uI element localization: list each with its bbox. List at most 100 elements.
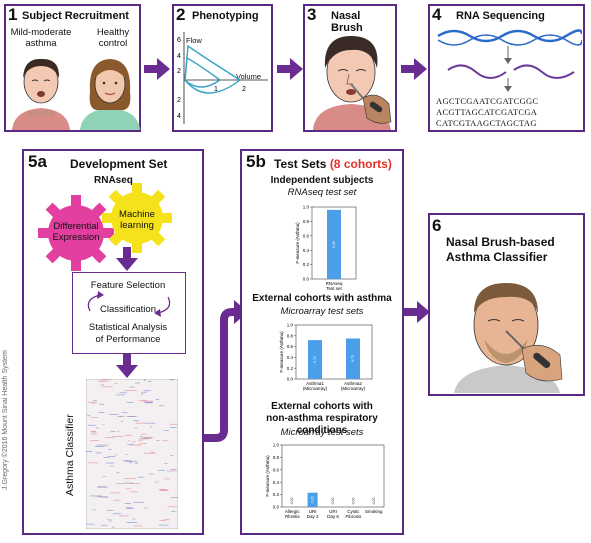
chart-non-asthma: 0.00.20.40.60.81.0F-measure (Asthma)0.00… [265, 443, 385, 519]
data-label: 0.00 [290, 498, 294, 505]
step-number: 2 [176, 5, 186, 24]
section-subtitle: Microarray test sets [280, 306, 364, 317]
plot-area [281, 444, 385, 508]
category-label: Cystic [347, 509, 360, 514]
y-tick-label: 0.2 [287, 366, 294, 371]
data-label: 0.00 [351, 498, 355, 505]
tick-label: 6 [177, 37, 181, 44]
data-label: 0.72 [313, 356, 317, 363]
y-tick-label: 1.0 [273, 443, 280, 448]
y-axis-label: F-measure (Asthma) [279, 331, 284, 373]
volume-axis-label: Volume [236, 72, 262, 81]
section-title: External cohorts with asthma [252, 293, 392, 304]
y-tick-label: 0.6 [303, 233, 310, 238]
section-subtitle: Microarray test sets [280, 427, 364, 438]
bar [308, 340, 322, 379]
cycle-arrows-icon [87, 291, 171, 317]
data-label: 0.00 [331, 498, 335, 505]
data-label: 0.75 [351, 355, 355, 362]
step-number: 4 [432, 5, 442, 24]
heatmap-image [86, 379, 178, 529]
panel-title: RNA Sequencing [456, 10, 545, 22]
y-tick-label: 0.0 [287, 377, 294, 382]
section-subtitle: RNAseq test set [287, 187, 357, 198]
y-tick-label: 1.0 [303, 205, 310, 210]
data-label: 0.96 [332, 241, 336, 248]
chart-independent-subjects: 0.00.20.40.60.81.0F-measure (Asthma)0.96… [295, 205, 357, 291]
classification-label: Classification [100, 304, 156, 315]
tick-label: 2 [177, 97, 181, 104]
y-axis-label: F-measure (Asthma) [265, 455, 270, 497]
dna-helix-icon [437, 29, 582, 92]
panel-title: Nasal Brush [331, 10, 363, 34]
panel-title: Test Sets (8 cohorts) [274, 157, 392, 171]
plot-area [295, 324, 373, 380]
category-label: Asthma1 [306, 381, 324, 386]
flow-volume-loop: 6 4 2 1 2 2 4 [177, 32, 268, 124]
category-label: Asthma2 [344, 381, 362, 386]
y-tick-label: 0.8 [287, 333, 294, 338]
healthy-control-illustration [80, 59, 140, 130]
sequence-line: ACGTTAGCATCGATCGA [436, 107, 538, 117]
classifier-label: Asthma Classifier [64, 414, 76, 496]
data-label: 0.00 [372, 498, 376, 505]
step-number: 6 [432, 216, 442, 235]
nasal-brush-patient-illustration [313, 36, 392, 130]
category-label: Day 2 [307, 514, 319, 519]
panel-title: Subject Recruitment [22, 10, 129, 22]
cohorts-count: (8 cohorts) [329, 157, 392, 171]
category-label: URI [329, 509, 337, 514]
data-label: 0.23 [311, 496, 315, 503]
y-tick-label: 0.8 [273, 455, 280, 460]
category-label: Day 6 [327, 514, 339, 519]
category-label: URI [309, 509, 317, 514]
step-number: 3 [307, 5, 317, 24]
panel-title: Phenotyping [192, 10, 259, 22]
tick-label: 4 [177, 113, 181, 120]
arrow-right-icon [401, 58, 427, 80]
arrow-right-icon [144, 58, 170, 80]
y-tick-label: 0.6 [287, 344, 294, 349]
arrow-down-icon [116, 247, 138, 271]
category-label: Smoking [365, 509, 383, 514]
y-tick-label: 1.0 [287, 323, 294, 328]
category-label: (Microarray) [341, 386, 366, 391]
bar [346, 338, 360, 379]
analysis-box [72, 272, 186, 354]
y-tick-label: 0.4 [273, 480, 280, 485]
panel-nasal-brush: 3 Nasal Brush [303, 4, 397, 132]
category-label: Rhinitis [285, 514, 301, 519]
nasal-brush-man-illustration [454, 283, 563, 393]
credit-text: J.Gregory ©2016 Mount Sinai Health Syste… [2, 350, 9, 490]
sequence-line: CATCGTAAGCTAGCTAG [436, 118, 537, 128]
step-number: 5b [246, 152, 266, 171]
asthma-patient-illustration [12, 58, 70, 130]
panel-phenotyping: 2 Phenotyping Flow Volume 6 4 2 1 2 2 4 [172, 4, 273, 132]
rnaseq-label: RNAseq [94, 175, 133, 186]
category-label: RNAseq [326, 281, 343, 286]
panel-test-sets: 5b Test Sets (8 cohorts) Independent sub… [240, 149, 404, 535]
tick-label: 4 [177, 53, 181, 60]
bar [327, 209, 341, 279]
y-tick-label: 0.2 [273, 492, 280, 497]
panel-rna-sequencing: 4 RNA Sequencing AGCTCGAATCGATCGGC ACGTT… [428, 4, 585, 132]
gear-icon [102, 183, 172, 253]
panel-title: Development Set [70, 157, 168, 171]
feature-selection-label: Feature Selection [90, 280, 166, 291]
bar [307, 492, 318, 507]
y-tick-label: 0.4 [303, 248, 310, 253]
arrow-down-icon [116, 354, 138, 378]
arrow-right-icon [277, 58, 303, 80]
step-number: 5a [28, 152, 47, 171]
y-tick-label: 0.2 [303, 262, 310, 267]
y-tick-label: 0.4 [287, 355, 294, 360]
y-tick-label: 0.0 [303, 277, 310, 282]
